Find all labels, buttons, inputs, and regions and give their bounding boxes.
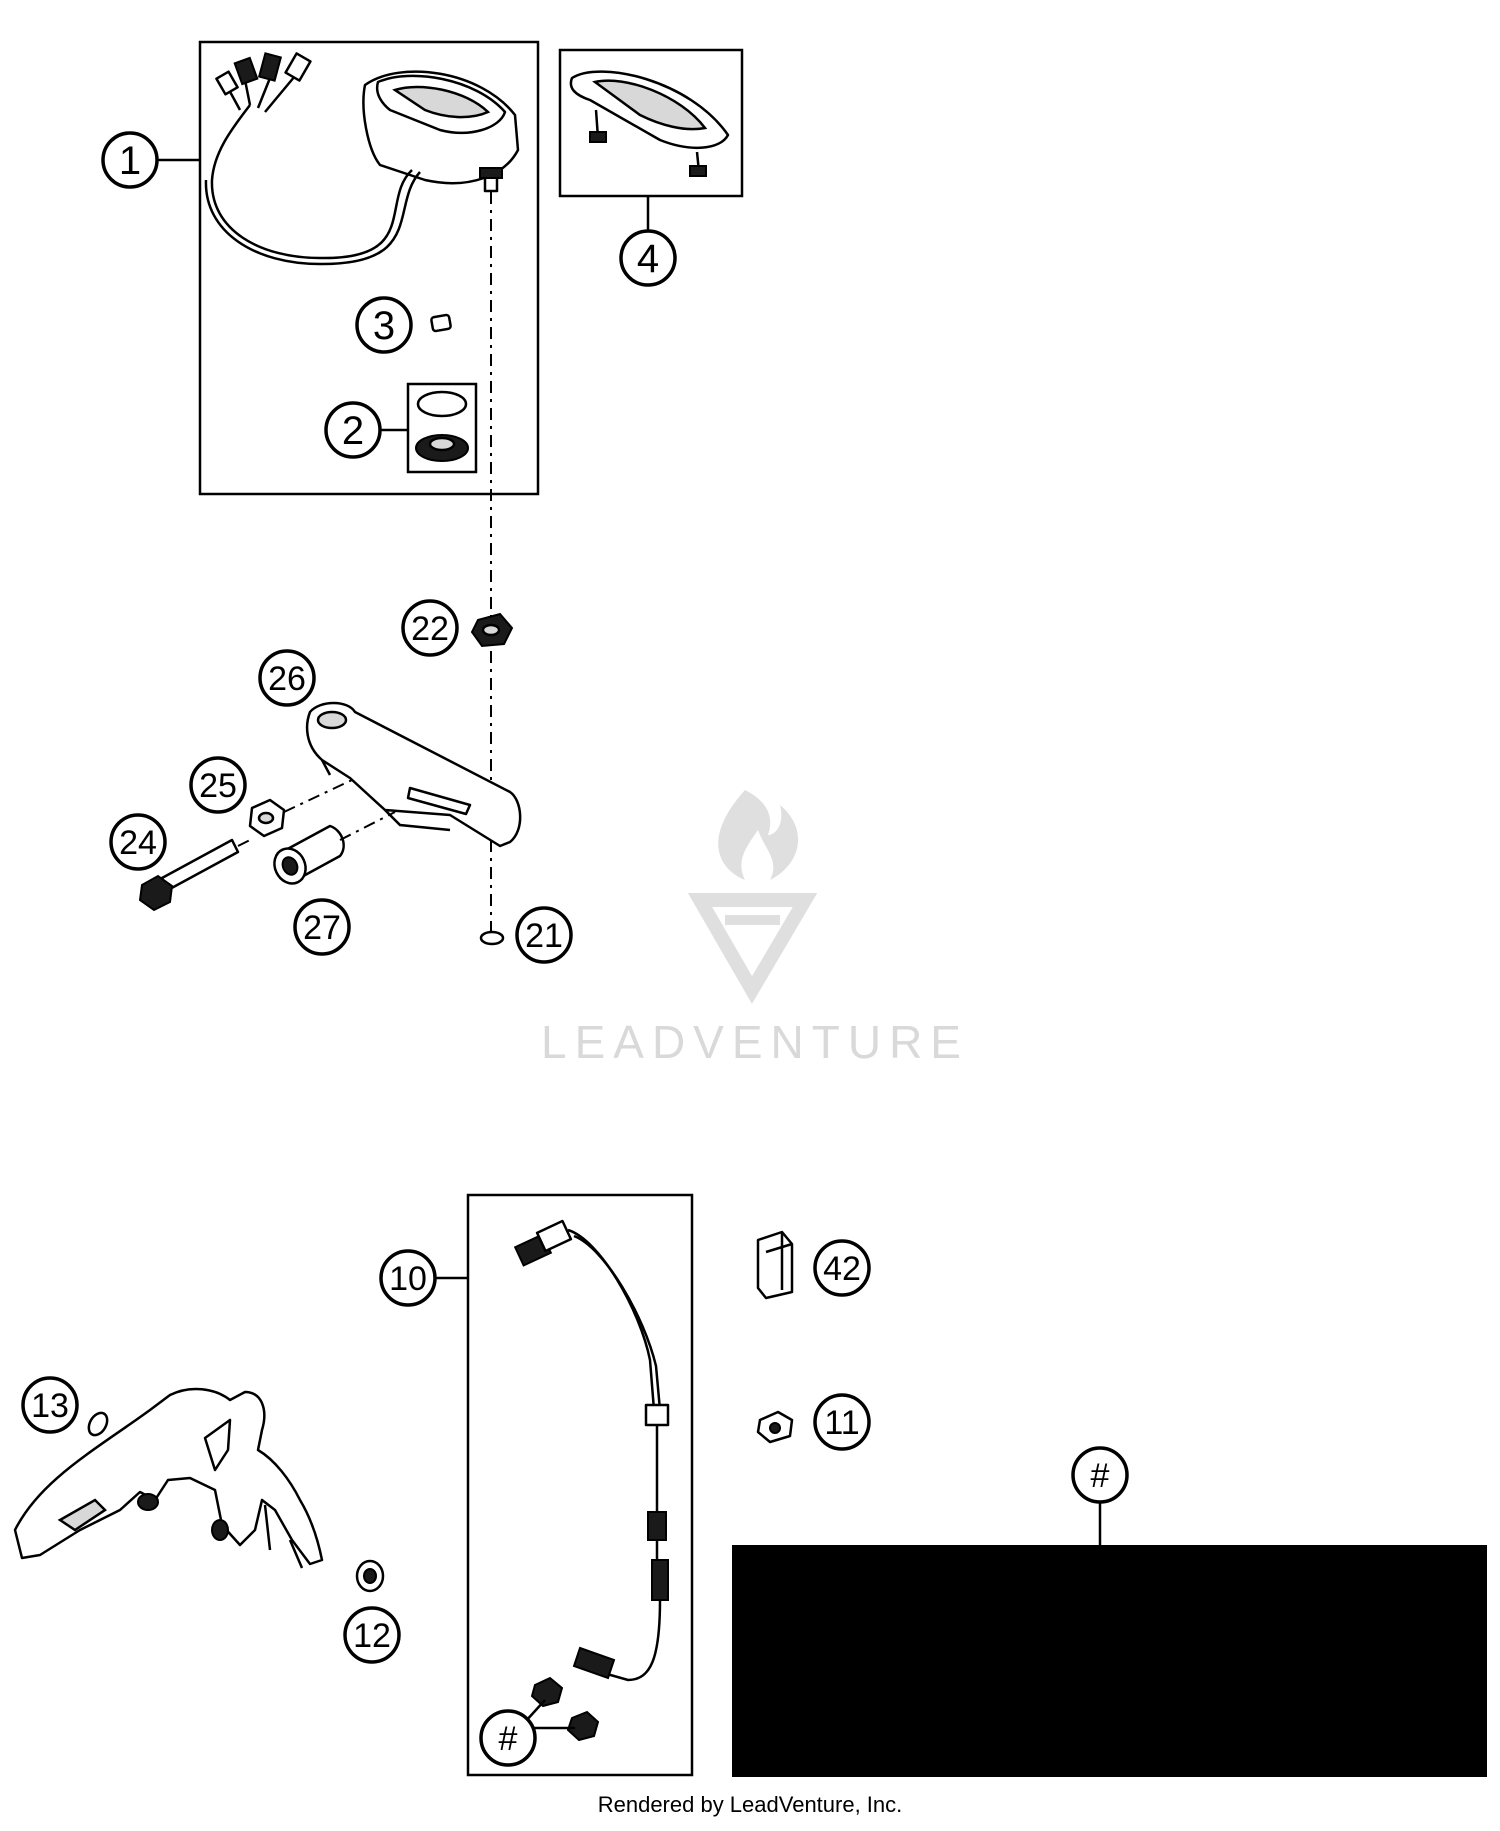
svg-text:#: # [499,1720,518,1758]
callout-24[interactable]: 24 [109,813,167,871]
instrument-cluster-part [204,52,520,266]
svg-text:22: 22 [411,610,449,648]
item-13-bracket-part [13,1387,324,1569]
item-12-part [355,1559,385,1593]
svg-text:25: 25 [199,767,237,805]
item-42-part [756,1230,794,1300]
svg-text:10: 10 [389,1260,427,1298]
svg-text:13: 13 [31,1387,69,1425]
item-27-axis [339,811,396,841]
item-24-axis [237,837,255,847]
item-21-washer-part [479,930,505,946]
callout-12[interactable]: 12 [343,1606,401,1664]
svg-text:2: 2 [342,409,364,453]
watermark-logo [687,790,818,1004]
svg-text:12: 12 [353,1617,391,1655]
svg-text:42: 42 [823,1250,861,1288]
callout-27[interactable]: 27 [293,898,351,956]
item-4-frame [558,48,744,198]
watermark-text: LEADVENTURE [541,1016,969,1068]
svg-text:24: 24 [119,824,157,862]
item-11-part [756,1410,794,1444]
item-24-bolt-part [138,838,240,912]
callout-22[interactable]: 22 [401,599,459,657]
item-4-bezel-part [569,70,730,177]
callout-25[interactable]: 25 [189,756,247,814]
item-3-part [430,313,452,333]
item-2-part [415,390,469,462]
svg-text:1: 1 [119,139,141,183]
item-10-frame [466,1193,694,1777]
callout-hash-box[interactable]: # [1071,1446,1129,1504]
svg-text:26: 26 [268,660,306,698]
item-22-nut-part [470,612,514,648]
callout-1[interactable]: 1 [101,131,159,189]
item-1-frame [198,40,540,496]
svg-text:11: 11 [824,1404,859,1442]
svg-text:27: 27 [303,909,341,947]
svg-text:4: 4 [637,237,659,281]
callout-4[interactable]: 4 [619,229,677,287]
svg-text:#: # [1091,1457,1110,1495]
callout-10[interactable]: 10 [379,1249,437,1307]
item-27-bushing-part [273,824,345,885]
item-13-small-part [87,1411,109,1437]
callout-26[interactable]: 26 [258,649,316,707]
svg-text:21: 21 [525,917,563,955]
item-10-sensor-cable-part [513,1219,670,1742]
svg-text:3: 3 [373,304,395,348]
callout-2[interactable]: 2 [324,401,382,459]
callout-3[interactable]: 3 [355,296,413,354]
item-2-frame [406,382,478,474]
black-panel [732,1545,1487,1777]
callout-13[interactable]: 13 [21,1376,79,1434]
callout-11[interactable]: 11 [813,1393,871,1451]
callout-hash-kit[interactable]: # [479,1709,537,1767]
item-25-axis [283,779,353,813]
callout-21[interactable]: 21 [515,906,573,964]
item-26-bracket-part [305,701,522,848]
rendered-by-footer: Rendered by LeadVenture, Inc. [598,1792,903,1817]
item-25-nut-part [248,798,286,838]
callout-42[interactable]: 42 [813,1239,871,1297]
